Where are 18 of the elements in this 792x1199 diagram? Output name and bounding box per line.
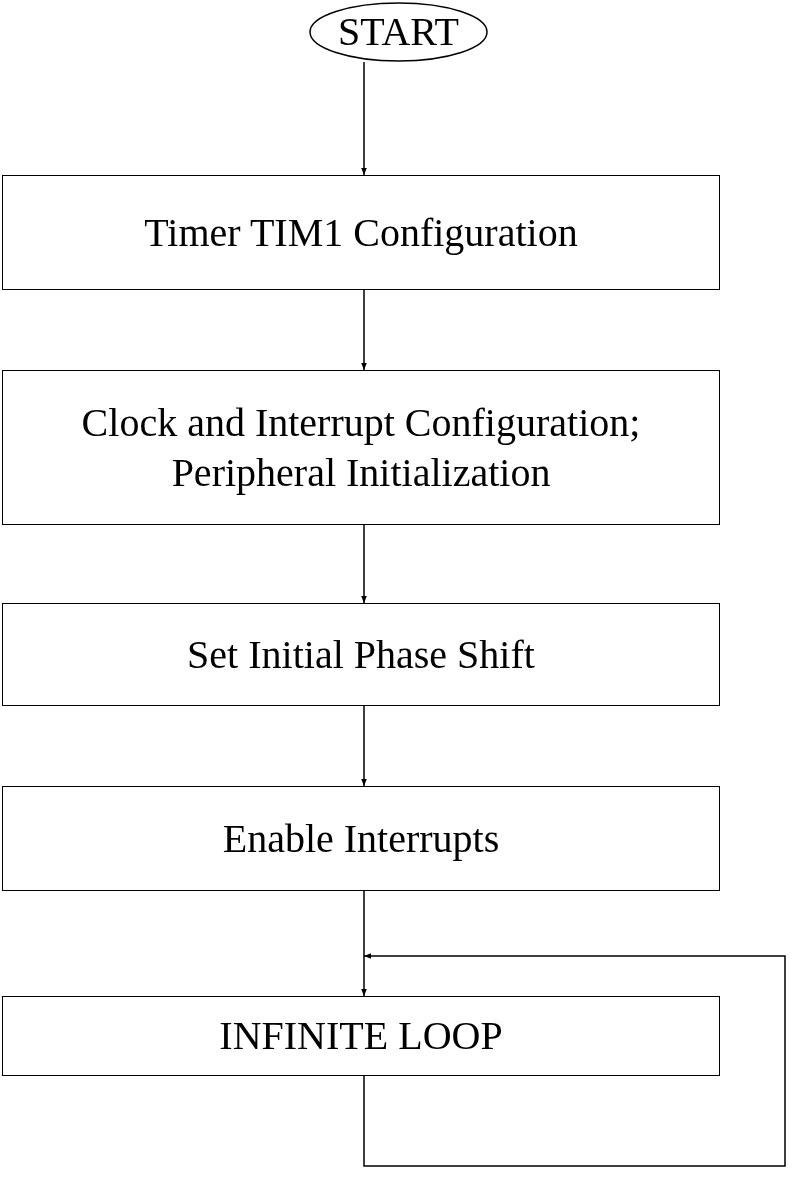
process-box [2, 175, 720, 290]
process-box [2, 786, 720, 891]
process-box [2, 603, 720, 706]
arrow [361, 524, 367, 604]
arrow [361, 705, 367, 787]
arrow [361, 890, 367, 997]
node-label: INFINITE LOOP [218, 1012, 504, 1060]
node-label: Enable Interrupts [221, 814, 501, 863]
node-label: START [337, 8, 460, 56]
arrow [361, 289, 367, 371]
arrow [361, 61, 367, 176]
start-ellipse [309, 2, 488, 62]
loop-arrow [363, 953, 786, 1167]
process-box [2, 370, 720, 525]
node-label: Set Initial Phase Shift [186, 630, 536, 679]
process-box [2, 996, 720, 1076]
node-label: Timer TIM1 Configuration [143, 208, 579, 257]
node-label: Clock and Interrupt Configuration; Peripheral Initialization [80, 398, 642, 497]
